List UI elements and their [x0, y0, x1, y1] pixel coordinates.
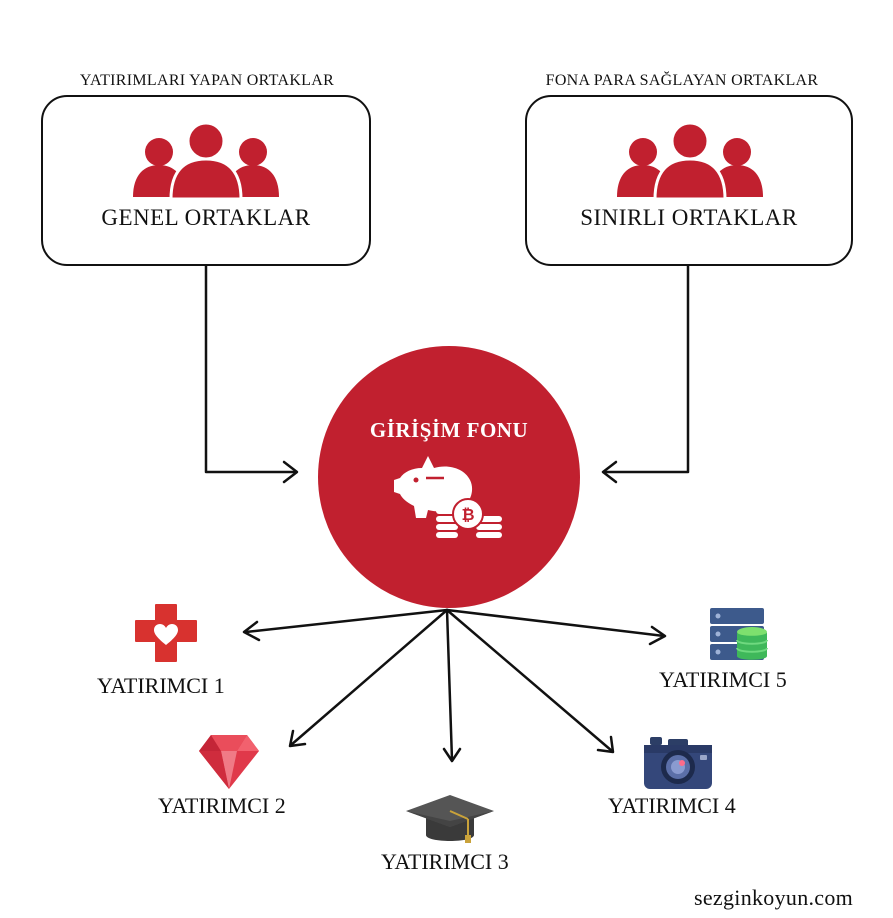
limited-partners-title: SINIRLI ORTAKLAR	[580, 205, 798, 230]
arrow-fund-to-investor-5	[445, 608, 666, 638]
investor-1-label: YATIRIMCI 1	[97, 673, 225, 698]
limited-partners-caption: FONA PARA SAĞLAYAN ORTAKLAR	[545, 72, 819, 89]
arrow-fund-to-investor-4	[445, 608, 614, 753]
people-group-icon	[617, 121, 763, 199]
camera-icon	[644, 737, 712, 789]
general-partners-box: GENEL ORTAKLAR	[41, 95, 371, 266]
watermark: sezginkoyun.com	[694, 885, 854, 910]
ruby-gem-icon	[199, 735, 259, 789]
investor-5-label: YATIRIMCI 5	[659, 667, 787, 692]
piggy-bank-coins-icon: ₿	[394, 456, 502, 538]
arrow-fund-to-investor-3	[445, 608, 454, 762]
server-database-icon	[710, 608, 768, 660]
investor-3-label: YATIRIMCI 3	[381, 849, 509, 874]
arrow-general-partners-to-fund	[204, 264, 297, 474]
arrow-limited-partners-to-fund	[603, 264, 690, 474]
arrow-fund-to-investor-1	[244, 608, 449, 634]
general-partners-title: GENEL ORTAKLAR	[101, 205, 311, 230]
venture-fund-title: GİRİŞİM FONU	[369, 418, 529, 442]
health-cross-heart-icon	[135, 604, 197, 662]
arrow-fund-to-investor-2	[289, 608, 449, 747]
people-group-icon	[133, 121, 279, 199]
venture-fund-circle: GİRİŞİM FONU ₿	[318, 346, 580, 608]
graduation-cap-icon	[406, 795, 494, 843]
general-partners-caption: YATIRIMLARI YAPAN ORTAKLAR	[79, 72, 335, 89]
limited-partners-box: SINIRLI ORTAKLAR	[525, 95, 853, 266]
investor-4-label: YATIRIMCI 4	[608, 793, 736, 818]
svg-text:₿: ₿	[461, 505, 474, 524]
investor-2-label: YATIRIMCI 2	[158, 793, 286, 818]
